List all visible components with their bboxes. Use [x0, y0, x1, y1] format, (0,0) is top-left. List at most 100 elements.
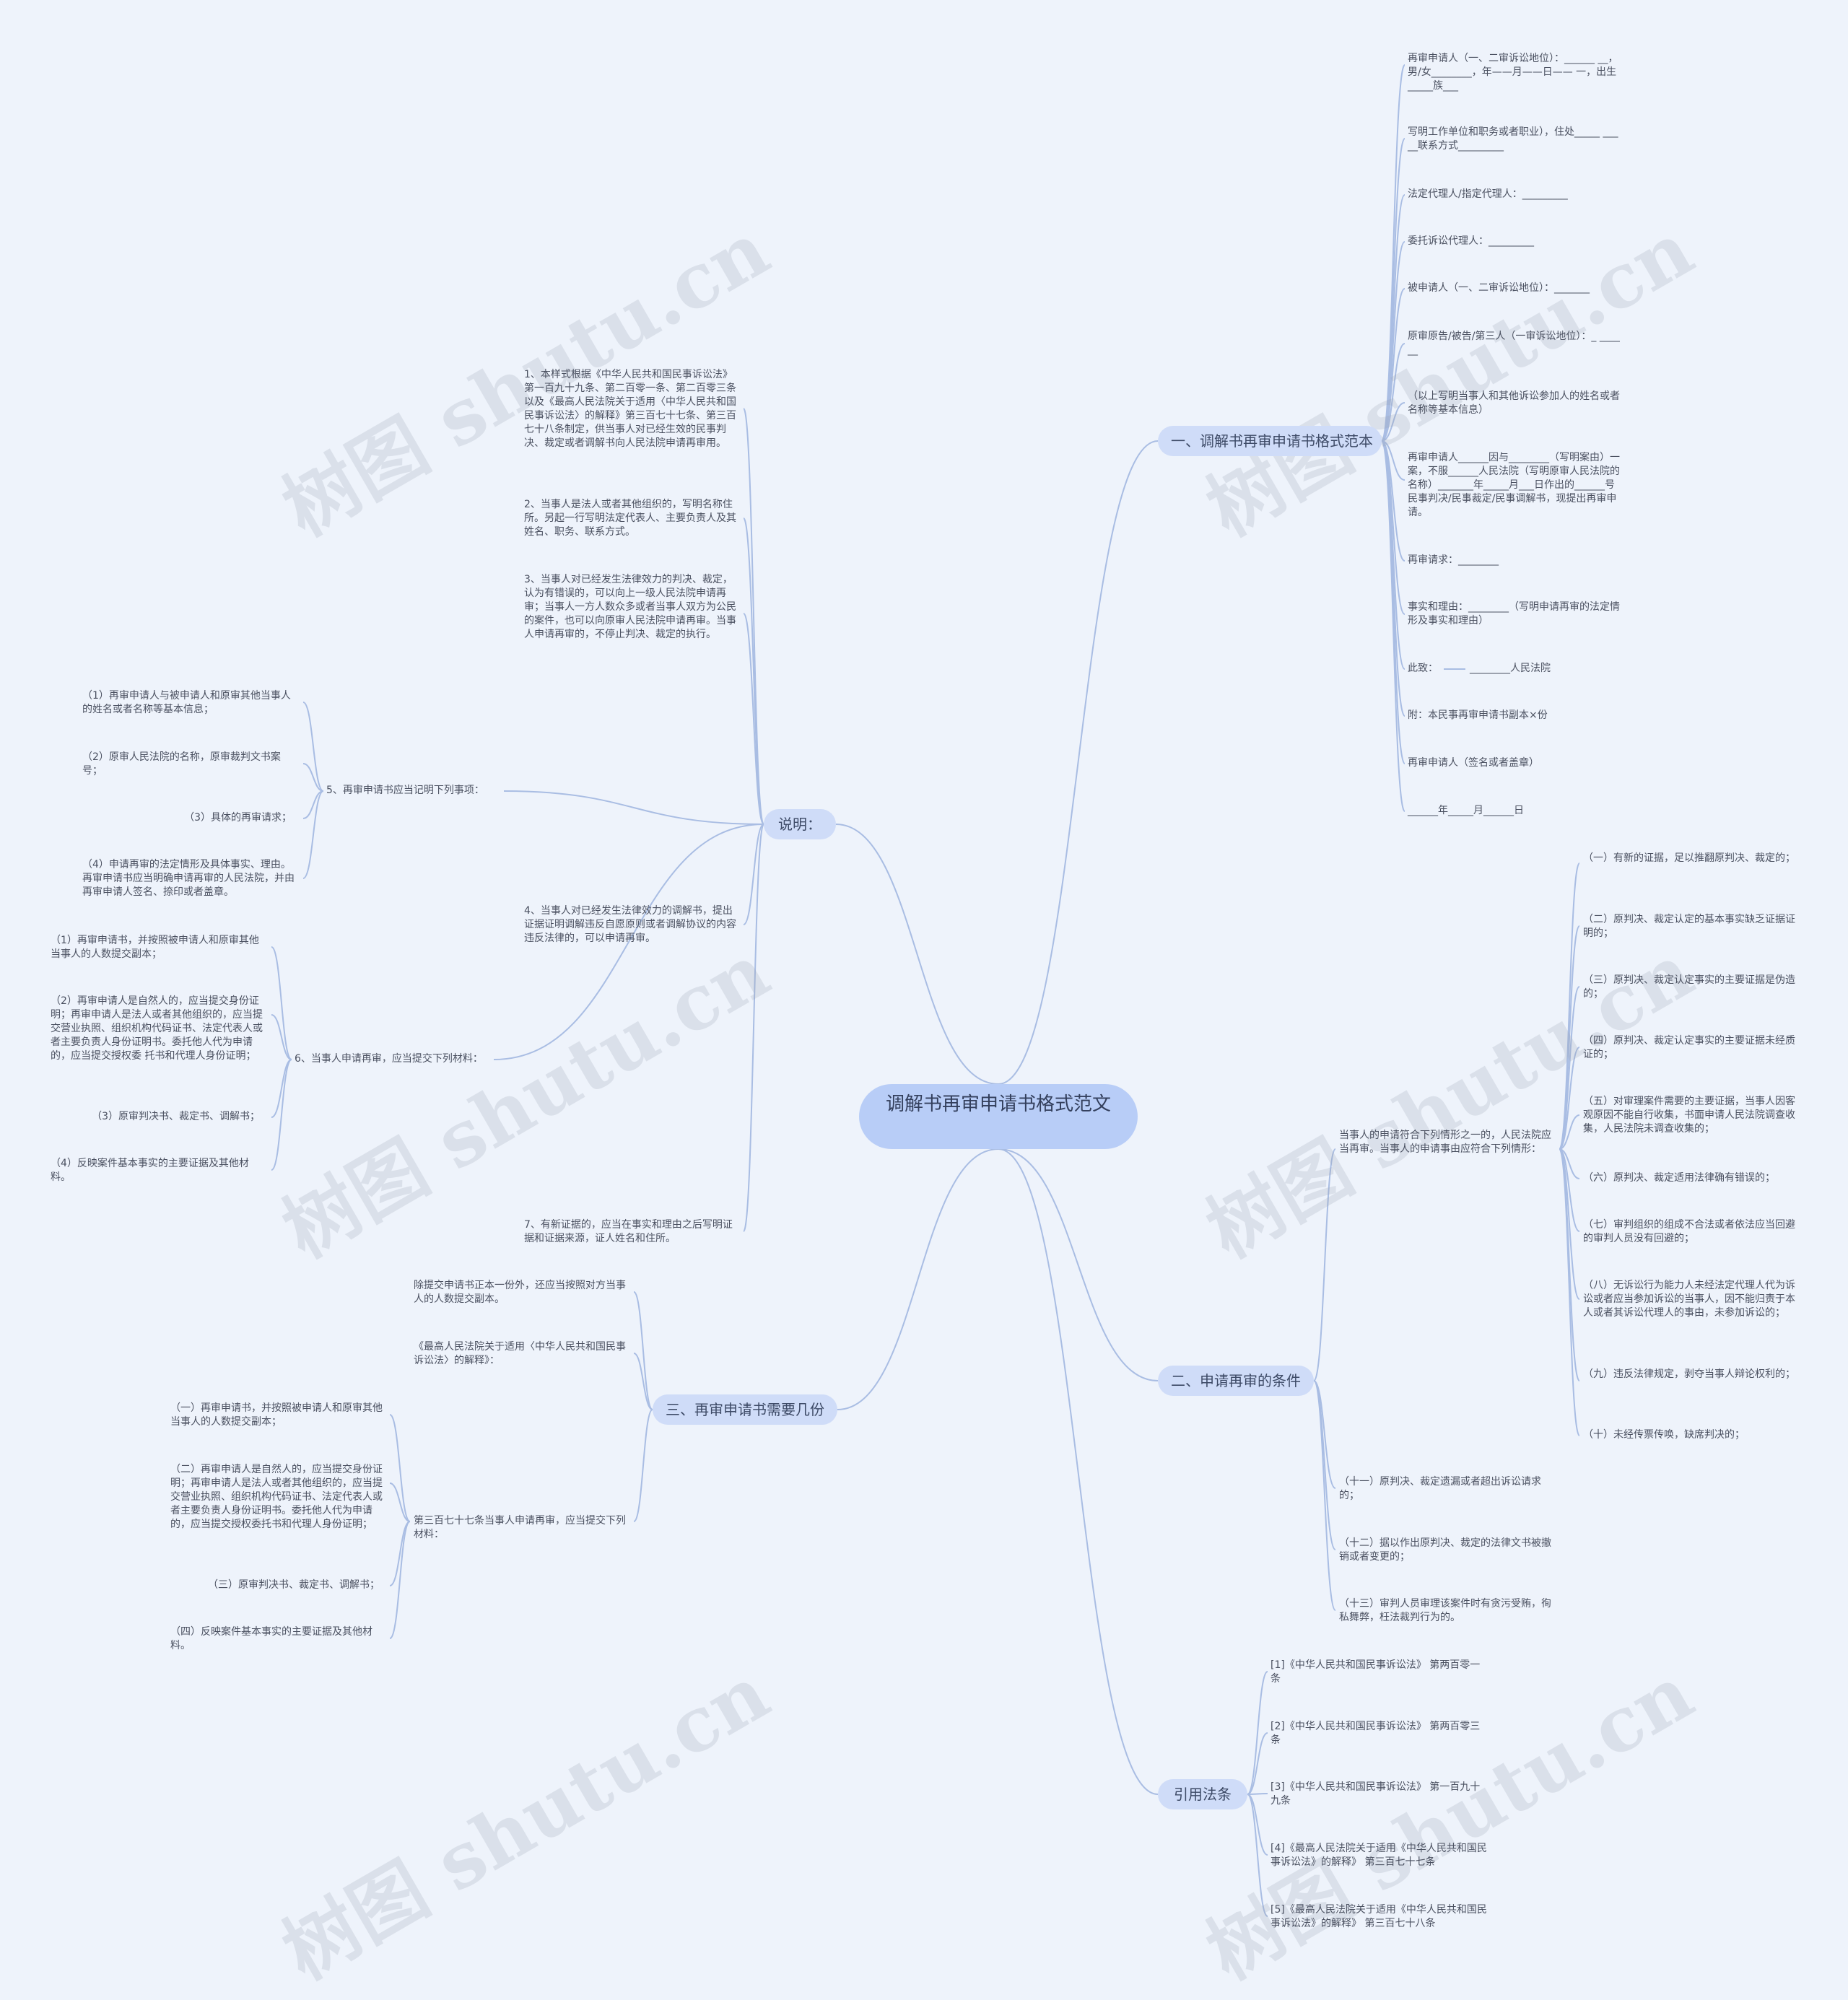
law-citation: [5]《最高人民法院关于适用《中华人民共和国民事诉讼法》的解释》 第三百七十八条: [1270, 1904, 1487, 1929]
connector: [743, 408, 764, 825]
connector: [302, 702, 324, 792]
branch-explanation[interactable]: 说明：: [764, 809, 836, 839]
list-item: 再审申请人（签名或者盖章）: [1408, 757, 1539, 769]
explanation-item-5: 5、再审申请书应当记明下列事项：: [326, 785, 484, 796]
list-item: （八）无诉讼行为能力人未经法定代理人代为诉讼或者应当参加诉讼的当事人，因不能归责…: [1583, 1280, 1795, 1319]
connector: [1381, 440, 1405, 717]
connector: [743, 613, 764, 825]
connector: [743, 824, 764, 1232]
list-item: 再审申请人（一、二审诉讼地位）：______ __，男/女________，年—…: [1408, 53, 1618, 92]
list-item: （七）审判组织的组成不合法或者依法应当回避的审判人员没有回避的；: [1583, 1219, 1795, 1244]
connector: [998, 1148, 1159, 1795]
connector: [271, 1014, 292, 1060]
connector: [633, 1291, 653, 1410]
list-item: 此致：: [1408, 663, 1438, 674]
connector: [1559, 1148, 1580, 1436]
connector: [837, 1148, 999, 1410]
connector: [389, 1521, 411, 1639]
explanation-item: 4、当事人对已经发生法律效力的调解书，提出证据证明调解违反自愿原则或者调解协议的…: [524, 905, 736, 944]
branch-retrial-conditions[interactable]: 二、申请再审的条件: [1158, 1366, 1314, 1396]
connector: [302, 763, 324, 792]
connector: [271, 946, 292, 1060]
connector: [1313, 1380, 1336, 1611]
list-item: （一）再审申请书，并按照被申请人和原审其他当事人的人数提交副本；: [170, 1402, 383, 1428]
list-item: 被申请人（一、二审诉讼地位）：_______: [1408, 282, 1590, 294]
list-item: （三）原审判决书、裁定书、调解书；: [208, 1579, 380, 1591]
list-item: 委托诉讼代理人：_________: [1408, 235, 1534, 247]
list-item: （六）原判决、裁定适用法律确有错误的；: [1583, 1172, 1775, 1184]
connector: [633, 1353, 653, 1410]
connector: [1381, 440, 1405, 812]
connector: [389, 1482, 411, 1522]
connector: [1247, 1794, 1268, 1917]
explanation-item: 7、有新证据的，应当在事实和理由之后写明证据和证据来源，证人姓名和住所。: [524, 1219, 733, 1244]
explanation-item: 3、当事人对已经发生法律效力的判决、裁定，认为有错误的，可以向上一级人民法院申请…: [524, 574, 736, 640]
list-item: ________人民法院: [1470, 663, 1551, 674]
branch-cited-laws[interactable]: 引用法条: [1158, 1779, 1247, 1809]
explanation-item: 2、当事人是法人或者其他组织的，写明名称住所。另起一行写明法定代表人、主要负责人…: [524, 499, 736, 538]
connector: [503, 790, 764, 825]
list-item: （四）反映案件基本事实的主要证据及其他材料。: [170, 1626, 372, 1651]
connector: [1559, 1114, 1580, 1150]
list-item: （2）原审人民法院的名称，原审裁判文书案号；: [82, 751, 281, 777]
connector: [1313, 1380, 1336, 1550]
list-item: （3）具体的再审请求；: [184, 812, 292, 824]
list-item: （十一）原判决、裁定遗漏或者超出诉讼请求的；: [1339, 1476, 1541, 1501]
list-item: （十）未经传票传唤，缺席判决的；: [1583, 1429, 1745, 1441]
list-item: 再审申请人______因与________（写明案由）一案，不服______人民…: [1408, 452, 1620, 518]
law-citation: [4]《最高人民法院关于适用《中华人民共和国民事诉讼法》的解释》 第三百七十七条: [1270, 1843, 1487, 1868]
connector: [633, 1409, 653, 1522]
list-item: （五）对审理案件需要的主要证据，当事人因客观原因不能自行收集，书面申请人民法院调…: [1583, 1096, 1795, 1135]
list-item: 法定代理人/指定代理人：_________: [1408, 188, 1568, 200]
branch-copies-needed[interactable]: 三、再审申请书需要几份: [653, 1394, 837, 1425]
list-item: （4）反映案件基本事实的主要证据及其他材料。: [51, 1158, 249, 1183]
connector: [1247, 1671, 1268, 1795]
list-item: （1）再审申请人与被申请人和原审其他当事人的姓名或者名称等基本信息；: [82, 690, 291, 715]
connector: [1381, 343, 1405, 442]
list-item: ______年_____月______日: [1408, 805, 1524, 816]
root-topic[interactable]: 调解书再审申请书格式范文: [859, 1084, 1138, 1149]
connector: [389, 1414, 411, 1522]
list-item: （一）有新的证据，足以推翻原判决、裁定的；: [1583, 852, 1795, 864]
connector: [998, 1148, 1159, 1381]
connector: [835, 824, 999, 1085]
connector: [1381, 288, 1405, 442]
list-item: （以上写明当事人和其他诉讼参加人的姓名或者名称等基本信息）: [1408, 390, 1620, 416]
connector: [302, 790, 324, 879]
connector: [1381, 402, 1405, 442]
connector: [1559, 863, 1580, 1150]
list-item: （四）原判决、裁定认定事实的主要证据未经质证的；: [1583, 1035, 1795, 1060]
branch-format-template[interactable]: 一、调解书再审申请书格式范本: [1158, 426, 1382, 456]
list-item: （2）再审申请人是自然人的，应当提交身份证明；再审申请人是法人或者其他组织的，应…: [51, 995, 263, 1062]
list-item: （二）再审申请人是自然人的，应当提交身份证明；再审申请人是法人或者其他组织的，应…: [170, 1464, 383, 1530]
list-item: 附：本民事再审申请书副本×份: [1408, 709, 1548, 721]
list-item: 写明工作单位和职务或者职业），住处_____ _____联系方式________…: [1408, 126, 1618, 152]
connector: [493, 824, 764, 1060]
explanation-item: 1、本样式根据《中华人民共和国民事诉讼法》第一百九十九条、第二百零一条、第二百零…: [524, 369, 736, 449]
law-citation: [2]《中华人民共和国民事诉讼法》 第两百零三条: [1270, 1721, 1481, 1746]
connector: [743, 824, 764, 925]
list-item: （1）再审申请书，并按照被申请人和原审其他当事人的人数提交副本；: [51, 935, 259, 960]
list-item: 事实和理由：________（写明申请再审的法定情形及事实和理由）: [1408, 601, 1620, 626]
connector: [1559, 986, 1580, 1150]
list-item: 再审请求：________: [1408, 554, 1499, 566]
conditions-intro: 当事人的申请符合下列情形之一的，人民法院应当再审。当事人的申请事由应符合下列情形…: [1339, 1130, 1551, 1155]
list-item: （十二）据以作出原判决、裁定的法律文书被撤销或者变更的；: [1339, 1537, 1551, 1563]
list-item: （3）原审判决书、裁定书、调解书；: [92, 1111, 260, 1122]
connector: [743, 518, 764, 825]
article-377: 第三百七十七条当事人申请再审，应当提交下列材料：: [414, 1515, 626, 1540]
list-item: （二）原判决、裁定认定的基本事实缺乏证据证明的；: [1583, 914, 1795, 939]
connector: [1313, 1148, 1336, 1381]
connector: [1559, 1047, 1580, 1150]
connector: [1381, 440, 1405, 481]
connector: [1247, 1732, 1268, 1795]
list-item: （三）原判决、裁定认定事实的主要证据是伪造的；: [1583, 974, 1795, 1000]
connector: [1559, 1148, 1580, 1381]
connector: [1559, 1148, 1580, 1300]
connector: [1247, 1794, 1268, 1856]
explanation-item-6: 6、当事人申请再审，应当提交下列材料：: [295, 1053, 483, 1065]
list-item: 除提交申请书正本一份外，还应当按照对方当事人的人数提交副本。: [414, 1280, 626, 1305]
connector: [1381, 64, 1405, 442]
connector: [302, 790, 324, 819]
